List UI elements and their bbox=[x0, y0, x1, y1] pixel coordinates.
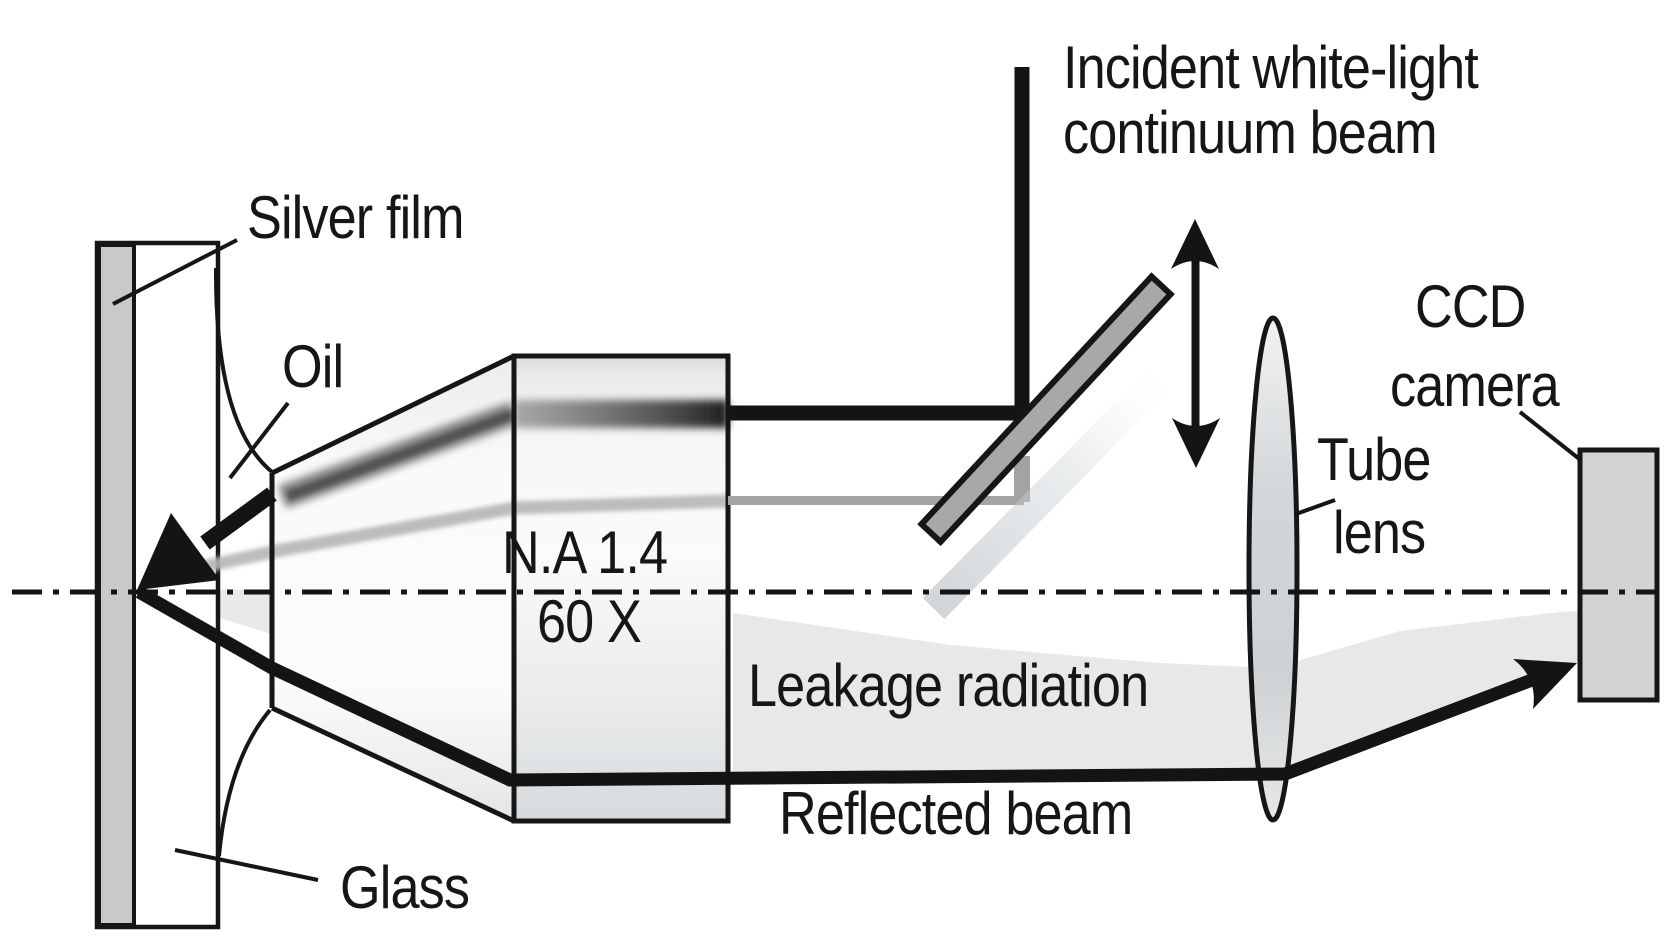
glass-label: Glass bbox=[340, 854, 470, 921]
glass-leader bbox=[174, 848, 319, 882]
ghost-beam-splitter bbox=[922, 339, 1199, 620]
tube-lens-label-line1: Tube bbox=[1317, 426, 1431, 493]
beam-splitter bbox=[917, 272, 1175, 547]
ccd-label-line1: CCD bbox=[1415, 273, 1526, 340]
objective-na-label: N.A 1.4 bbox=[502, 519, 668, 586]
incident-beam-label-line1: Incident white-light bbox=[1063, 34, 1479, 101]
incident-beam bbox=[730, 67, 1030, 421]
tube-lens bbox=[1246, 315, 1300, 823]
silver-film-label: Silver film bbox=[247, 184, 465, 251]
objective-cone bbox=[272, 356, 519, 821]
ccd-camera bbox=[1577, 447, 1660, 703]
oil-meniscus bbox=[213, 267, 274, 857]
ccd-label-line2: camera bbox=[1390, 352, 1560, 419]
leakage-radiation-label: Leakage radiation bbox=[748, 652, 1149, 719]
gray-return-beam bbox=[728, 456, 1030, 505]
objective-mag-label: 60 X bbox=[537, 588, 642, 655]
double-arrow-icon bbox=[1171, 219, 1220, 468]
silver-film-strip bbox=[97, 243, 136, 927]
reflected-band-internal bbox=[150, 494, 729, 585]
reflected-beam-arrow bbox=[135, 586, 1577, 787]
silver-film-leader bbox=[112, 238, 238, 306]
tube-lens-label-line2: lens bbox=[1333, 499, 1426, 566]
focus-arrow-icon bbox=[137, 487, 277, 590]
objective-body bbox=[514, 356, 728, 821]
oil-leader bbox=[228, 401, 290, 480]
incident-beam-label-line2: continuum beam bbox=[1063, 99, 1438, 166]
oil-label: Oil bbox=[282, 333, 344, 400]
incident-band-body bbox=[514, 400, 728, 428]
reflected-beam-label: Reflected beam bbox=[779, 780, 1133, 847]
